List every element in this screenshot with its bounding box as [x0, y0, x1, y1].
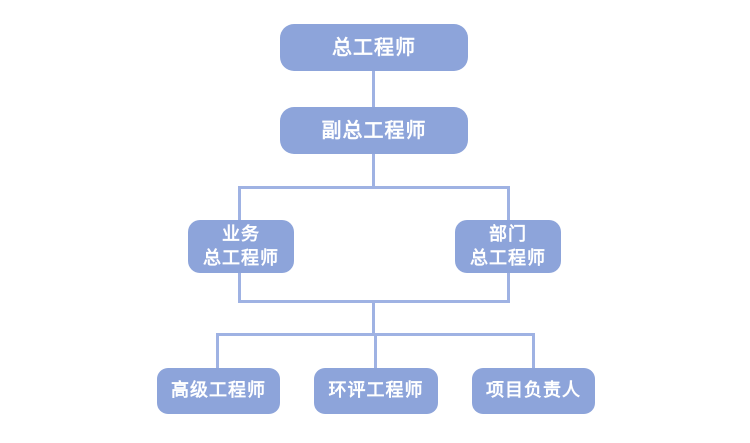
- node-chief-engineer: 总工程师: [280, 24, 468, 71]
- node-deputy-chief-engineer-label: 副总工程师: [321, 119, 427, 142]
- connector-chief-to-deputy: [372, 71, 375, 108]
- node-business-chief-engineer: 业务 总工程师: [188, 220, 294, 273]
- node-project-leader: 项目负责人: [472, 368, 595, 414]
- node-eia-engineer: 环评工程师: [314, 368, 438, 414]
- node-business-chief-engineer-label: 业务 总工程师: [203, 224, 279, 268]
- connector-bus1-to-business: [238, 188, 241, 220]
- node-department-chief-engineer-label: 部门 总工程师: [470, 224, 546, 268]
- node-chief-engineer-label: 总工程师: [332, 36, 416, 59]
- connector-business-to-bus2: [238, 273, 241, 303]
- connector-bus2-to-bus3: [372, 302, 375, 336]
- connector-bus3-to-senior: [216, 335, 219, 368]
- connector-department-to-bus2: [507, 273, 510, 303]
- node-senior-engineer-label: 高级工程师: [171, 380, 266, 401]
- connector-bus1-to-department: [507, 188, 510, 220]
- node-eia-engineer-label: 环评工程师: [328, 380, 424, 401]
- connector-deputy-to-bus1: [372, 154, 375, 189]
- connector-bus3-to-project: [532, 335, 535, 368]
- connector-bus2-horizontal: [238, 300, 510, 303]
- connector-bus1-horizontal: [238, 186, 510, 189]
- connector-bus3-to-eia: [374, 335, 377, 368]
- node-department-chief-engineer: 部门 总工程师: [455, 220, 561, 273]
- node-project-leader-label: 项目负责人: [486, 380, 581, 401]
- node-senior-engineer: 高级工程师: [157, 368, 280, 414]
- connector-bus3-horizontal: [216, 333, 535, 336]
- node-deputy-chief-engineer: 副总工程师: [280, 107, 468, 154]
